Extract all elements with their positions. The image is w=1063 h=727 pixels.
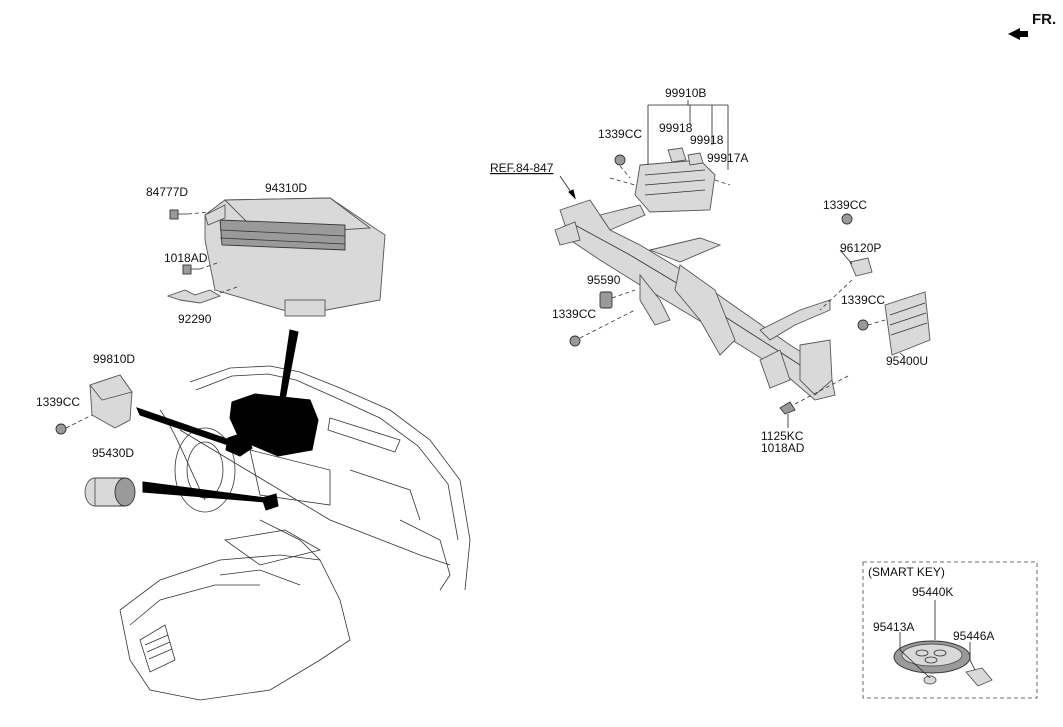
- connector-96120p: [819, 249, 873, 311]
- pointer-99810d: [136, 407, 231, 446]
- dashboard-cockpit-drawing: [119, 365, 471, 701]
- bolt-1125kc: [779, 374, 851, 428]
- label-99918-b: 99918: [690, 133, 724, 147]
- label-1018ad-right: 1018AD: [761, 441, 805, 455]
- bolt-1018ad-left: [182, 261, 221, 275]
- label-95446a: 95446A: [953, 629, 994, 643]
- label-95440k: 95440K: [912, 585, 953, 599]
- smart-key-fob: [893, 640, 971, 674]
- nut-1339cc-left: [569, 309, 636, 347]
- installed-display-highlight: [225, 393, 319, 511]
- label-96120p: 96120P: [840, 241, 881, 255]
- label-99810d: 99810D: [93, 352, 135, 366]
- label-99918-a: 99918: [659, 121, 693, 135]
- smart-key-frame: [862, 561, 1038, 699]
- label-95430d: 95430D: [92, 446, 134, 460]
- nut-1339cc-right: [857, 319, 869, 331]
- bolt-84777d: [169, 209, 211, 220]
- nut-1339cc-right-top: [841, 213, 853, 225]
- display-housing-94310d: [204, 197, 386, 317]
- ecu-95400u: [867, 291, 931, 358]
- label-ref: REF.84-847: [490, 161, 554, 175]
- label-1339cc-mid: 1339CC: [552, 307, 596, 321]
- label-1339cc-right-top: 1339CC: [823, 198, 867, 212]
- pointer-95430d: [142, 481, 267, 503]
- leader-smart-key: [899, 600, 976, 679]
- label-1339cc-left: 1339CC: [36, 395, 80, 409]
- front-direction-label: FR.: [1032, 11, 1056, 28]
- label-95400u: 95400U: [886, 354, 928, 368]
- label-1339cc-top: 1339CC: [598, 127, 642, 141]
- label-95590: 95590: [587, 273, 621, 287]
- battery-95413a: [923, 675, 937, 685]
- leader-bracket-99910b: [647, 104, 729, 170]
- nut-1339cc-top: [614, 154, 631, 179]
- front-direction-arrow-icon: [1008, 28, 1028, 40]
- cross-member-ref-84-847: [554, 199, 836, 401]
- label-94310d: 94310D: [265, 181, 307, 195]
- label-84777d: 84777D: [146, 185, 188, 199]
- emergency-key-95446a: [965, 667, 993, 687]
- label-1018ad-left: 1018AD: [164, 251, 208, 265]
- label-1125kc: 1125KC: [761, 429, 804, 443]
- pointer-94310d: [279, 329, 299, 401]
- label-95413a: 95413A: [873, 620, 914, 634]
- cluster-assembly-99910b: [609, 147, 731, 213]
- label-1339cc-right: 1339CC: [841, 293, 885, 307]
- module-99810d: [55, 374, 133, 435]
- speaker-95430d: [84, 477, 136, 507]
- ref-arrowhead: [568, 189, 576, 200]
- bracket-92290: [166, 285, 241, 304]
- label-99917a: 99917A: [707, 151, 748, 165]
- label-smart-key-title: (SMART KEY): [868, 565, 945, 579]
- module-95590: [599, 289, 636, 309]
- label-99910b: 99910B: [665, 86, 706, 100]
- label-92290: 92290: [178, 312, 212, 326]
